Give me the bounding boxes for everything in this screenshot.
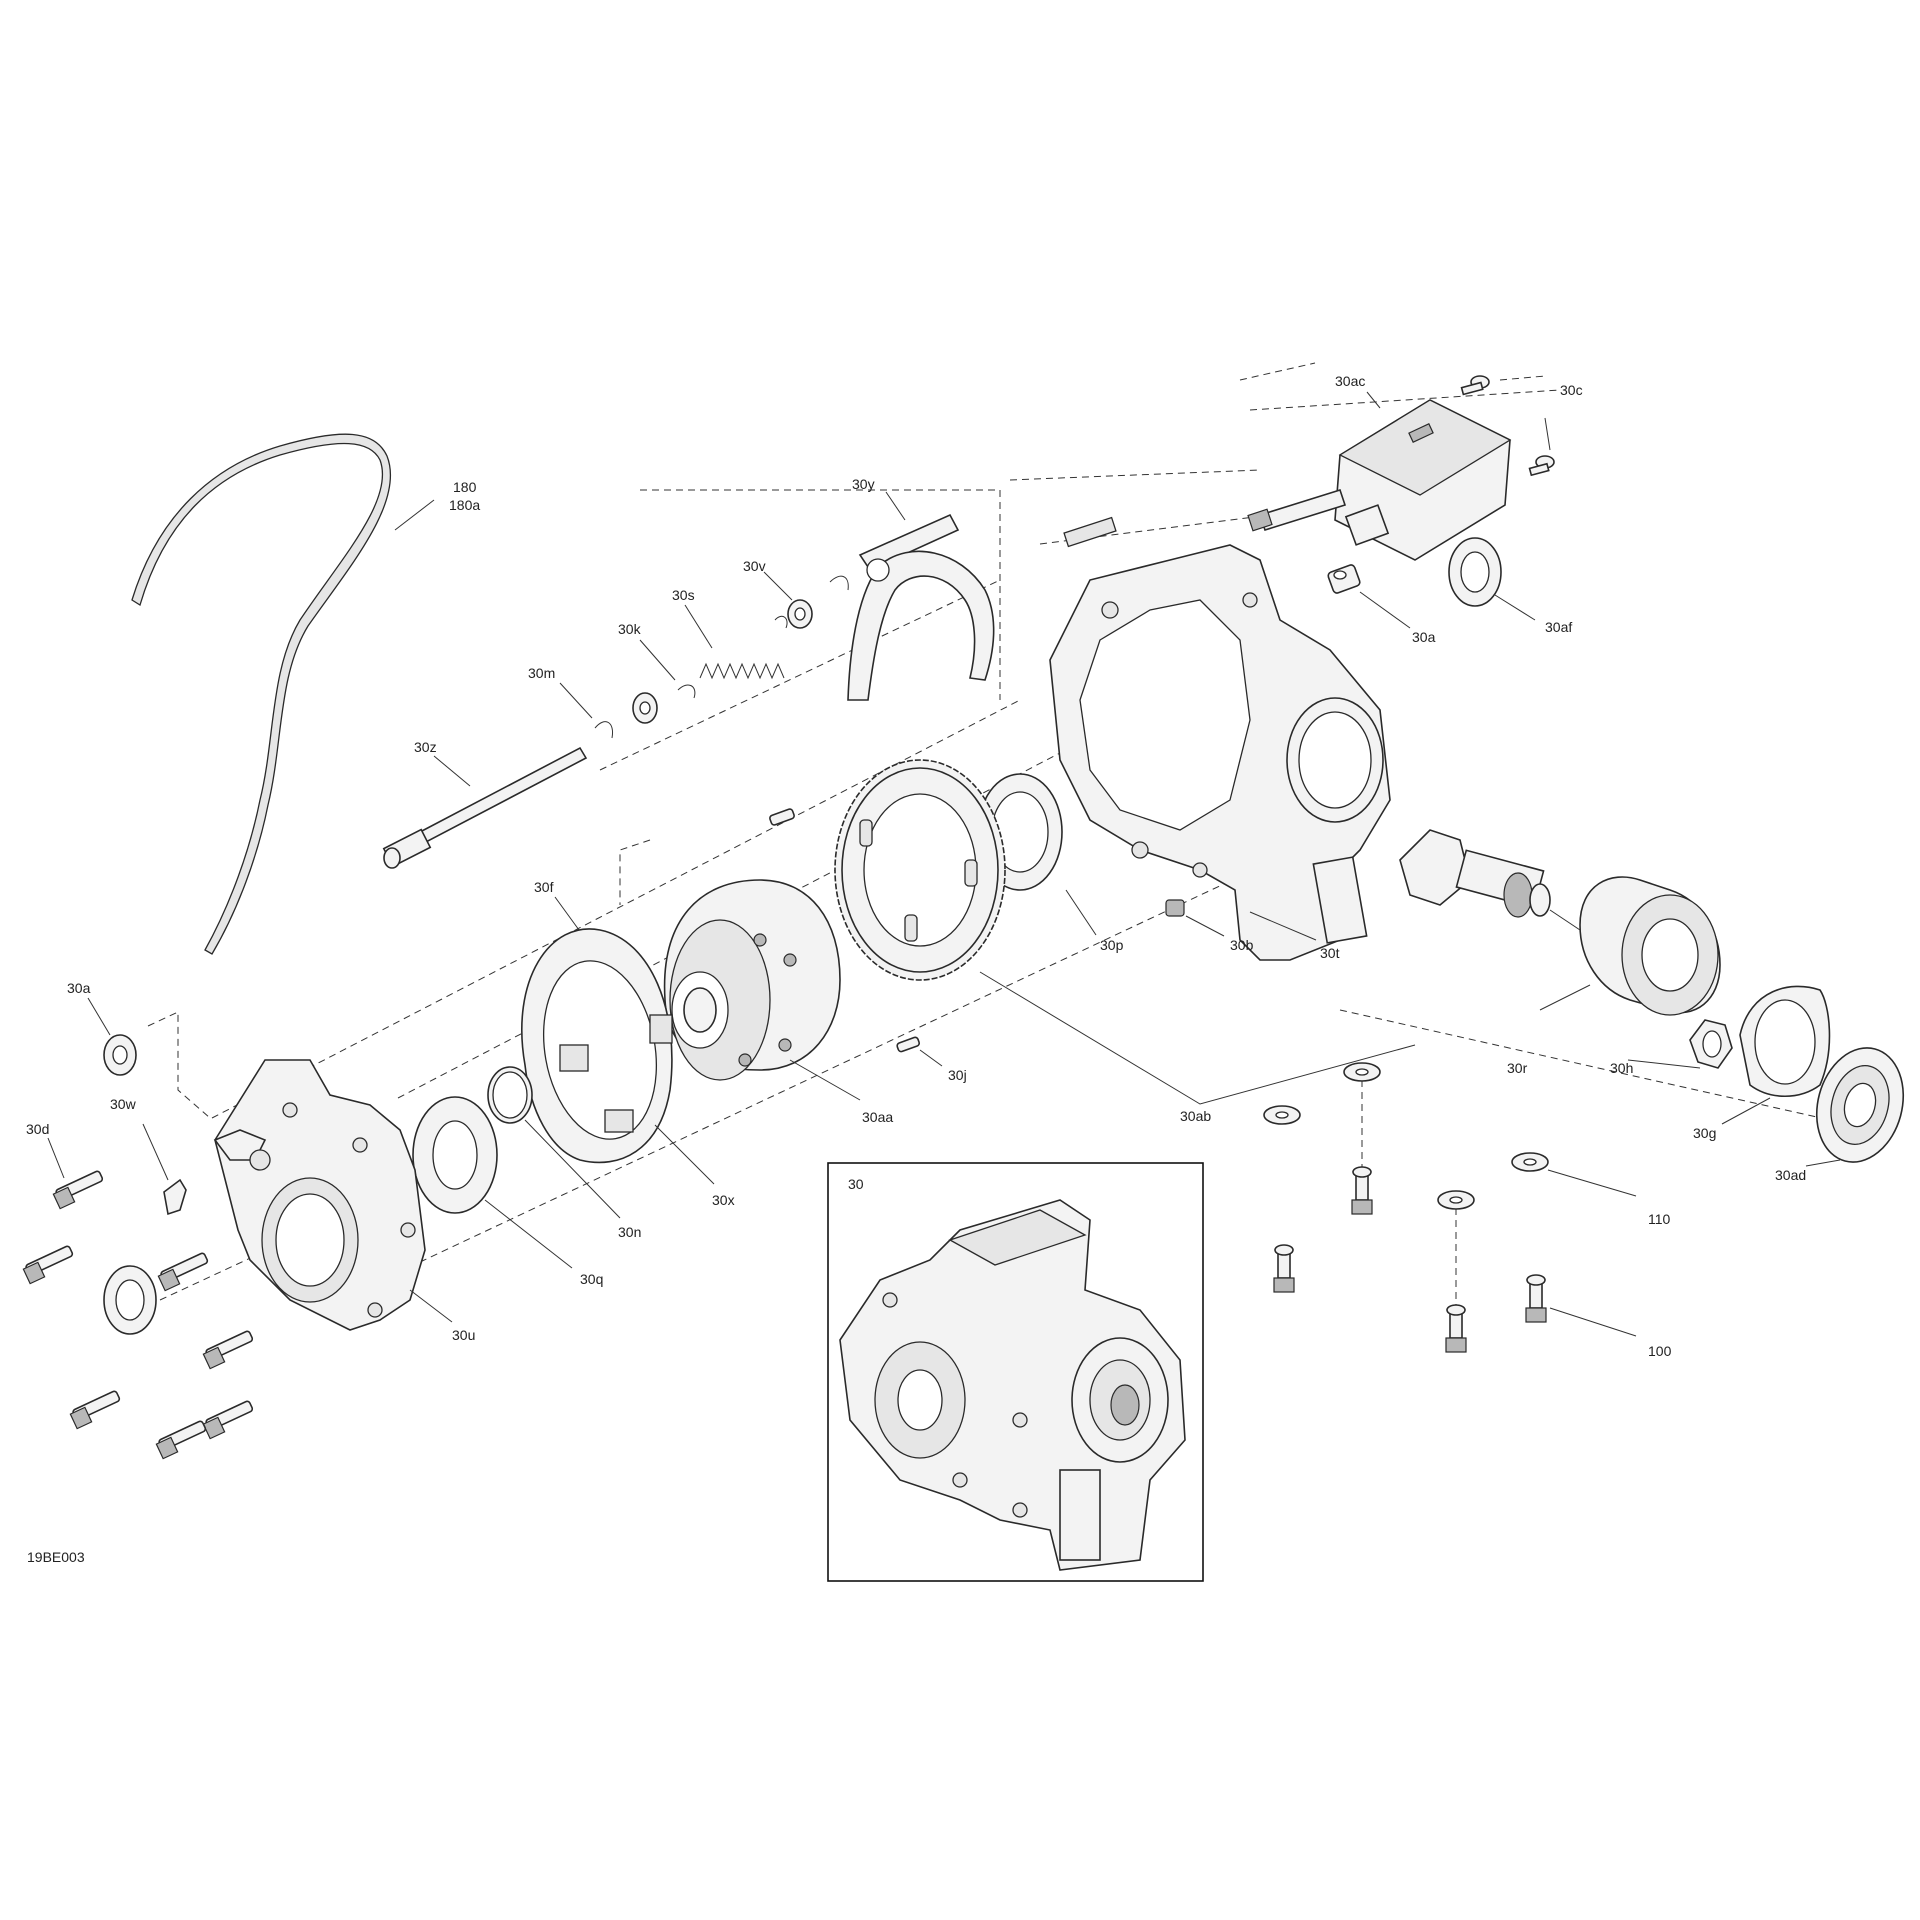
lock-nut — [1627, 1019, 1733, 1069]
breather-plug-top — [1327, 564, 1411, 629]
shift-actuator — [1247, 391, 1512, 561]
label-30f: 30f — [534, 879, 554, 895]
figure-id: 19BE003 — [27, 1549, 85, 1565]
pinion-shaft — [1399, 829, 1551, 918]
label-30w: 30w — [110, 1096, 137, 1112]
label-30p: 30p — [1100, 937, 1124, 953]
label-30k: 30k — [618, 621, 642, 637]
label-30ab: 30ab — [1180, 1108, 1211, 1124]
label-30a-top: 30a — [1412, 629, 1436, 645]
assembled-view-inset — [827, 1162, 1204, 1582]
actuator-screws — [1460, 375, 1555, 477]
label-30v: 30v — [743, 558, 766, 574]
label-30z: 30z — [414, 739, 437, 755]
label-30m: 30m — [528, 665, 555, 681]
main-housing — [1049, 516, 1391, 961]
label-180a: 180a — [449, 497, 480, 513]
label-30aa: 30aa — [862, 1109, 893, 1125]
housing-cover — [213, 1059, 453, 1331]
label-30n: 30n — [618, 1224, 641, 1240]
differential-assembly — [663, 879, 861, 1101]
o-ring — [487, 1066, 621, 1219]
label-30a-left: 30a — [67, 980, 91, 996]
label-100: 100 — [1648, 1343, 1672, 1359]
label-30ad: 30ad — [1775, 1167, 1806, 1183]
mounting-bolts — [1273, 1166, 1637, 1353]
breather-plug-left — [87, 997, 137, 1076]
drain-plug — [1165, 899, 1225, 937]
label-30u: 30u — [452, 1327, 475, 1343]
spring — [699, 662, 785, 680]
inset-frame — [827, 1162, 1204, 1582]
ring-gear — [834, 759, 1416, 1105]
bearing-30r — [1539, 876, 1721, 1016]
label-30t: 30t — [1320, 945, 1340, 961]
label-30h: 30h — [1610, 1060, 1633, 1076]
inset-label: 30 — [848, 1176, 864, 1192]
label-30d: 30d — [26, 1121, 49, 1137]
bearing-cup — [1721, 985, 1831, 1125]
shift-sleeve — [521, 928, 715, 1185]
label-30g: 30g — [1693, 1125, 1716, 1141]
label-30x: 30x — [712, 1192, 735, 1208]
label-30b: 30b — [1230, 937, 1254, 953]
bearing-30q — [412, 1096, 573, 1269]
vent-fitting — [142, 1123, 187, 1216]
shift-shaft-small-parts — [559, 571, 849, 739]
cover-bolts — [22, 1137, 254, 1460]
label-30j: 30j — [948, 1067, 967, 1083]
output-seal — [1805, 1047, 1905, 1167]
label-30q: 30q — [580, 1271, 603, 1287]
harness-tube — [131, 433, 435, 955]
label-180: 180 — [453, 479, 477, 495]
label-30af: 30af — [1545, 619, 1572, 635]
shift-shaft — [382, 746, 588, 869]
label-30y: 30y — [852, 476, 875, 492]
seal-top-right — [1448, 537, 1536, 621]
seal-lower-left — [103, 1265, 157, 1335]
label-30r: 30r — [1507, 1060, 1528, 1076]
shift-fork — [847, 491, 995, 701]
label-30ac: 30ac — [1335, 373, 1365, 389]
label-30s: 30s — [672, 587, 695, 603]
callout-labels: 180 180a 30y 30v 30s 30k 30m 30z 30f 30a… — [26, 373, 1806, 1565]
dowel-pins — [769, 808, 943, 1067]
label-110: 110 — [1648, 1211, 1671, 1227]
label-30c: 30c — [1560, 382, 1583, 398]
mounting-washers — [1263, 1062, 1637, 1210]
